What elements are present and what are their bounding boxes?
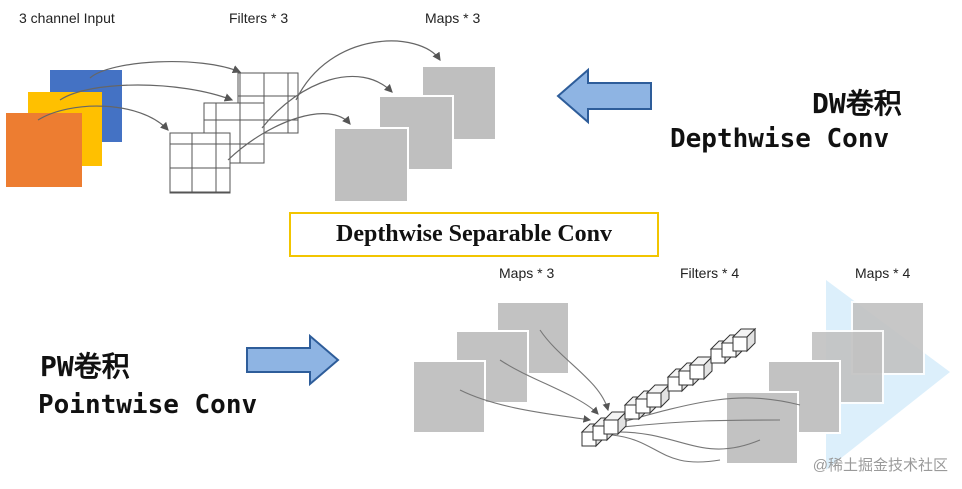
pw-title: PW卷积: [40, 350, 130, 383]
pw-filter-cube-2: [625, 385, 669, 419]
center-title: Depthwise Separable Conv: [335, 221, 612, 247]
pw-filter-cube-3: [668, 357, 712, 391]
bottom-filters-label: Filters * 4: [680, 265, 740, 281]
dw-arrow-icon: [556, 67, 652, 125]
dw-subtitle: Depthwise Conv: [670, 124, 890, 154]
pw-subtitle: Pointwise Conv: [38, 390, 258, 420]
center-title-box: Depthwise Separable Conv: [289, 212, 659, 257]
bottom-maps-out-label: Maps * 4: [855, 265, 911, 281]
watermark: @稀土掘金技术社区: [812, 457, 948, 474]
bottom-map-3: [412, 360, 486, 434]
out-map-4: [725, 391, 799, 465]
dw-title: DW卷积: [812, 87, 902, 120]
top-map-3: [333, 127, 409, 203]
pw-filter-cube-4: [711, 329, 755, 363]
filter-grid-3: [169, 132, 231, 194]
pw-filter-cube-1: [582, 412, 626, 446]
input-channel-orange: [6, 113, 82, 187]
input-label: 3 channel Input: [19, 10, 115, 26]
bottom-maps-label: Maps * 3: [499, 265, 555, 281]
pw-arrow-icon: [246, 333, 340, 387]
top-filters-label: Filters * 3: [229, 10, 289, 26]
top-maps-label: Maps * 3: [425, 10, 481, 26]
top-connectors: [37, 40, 441, 161]
